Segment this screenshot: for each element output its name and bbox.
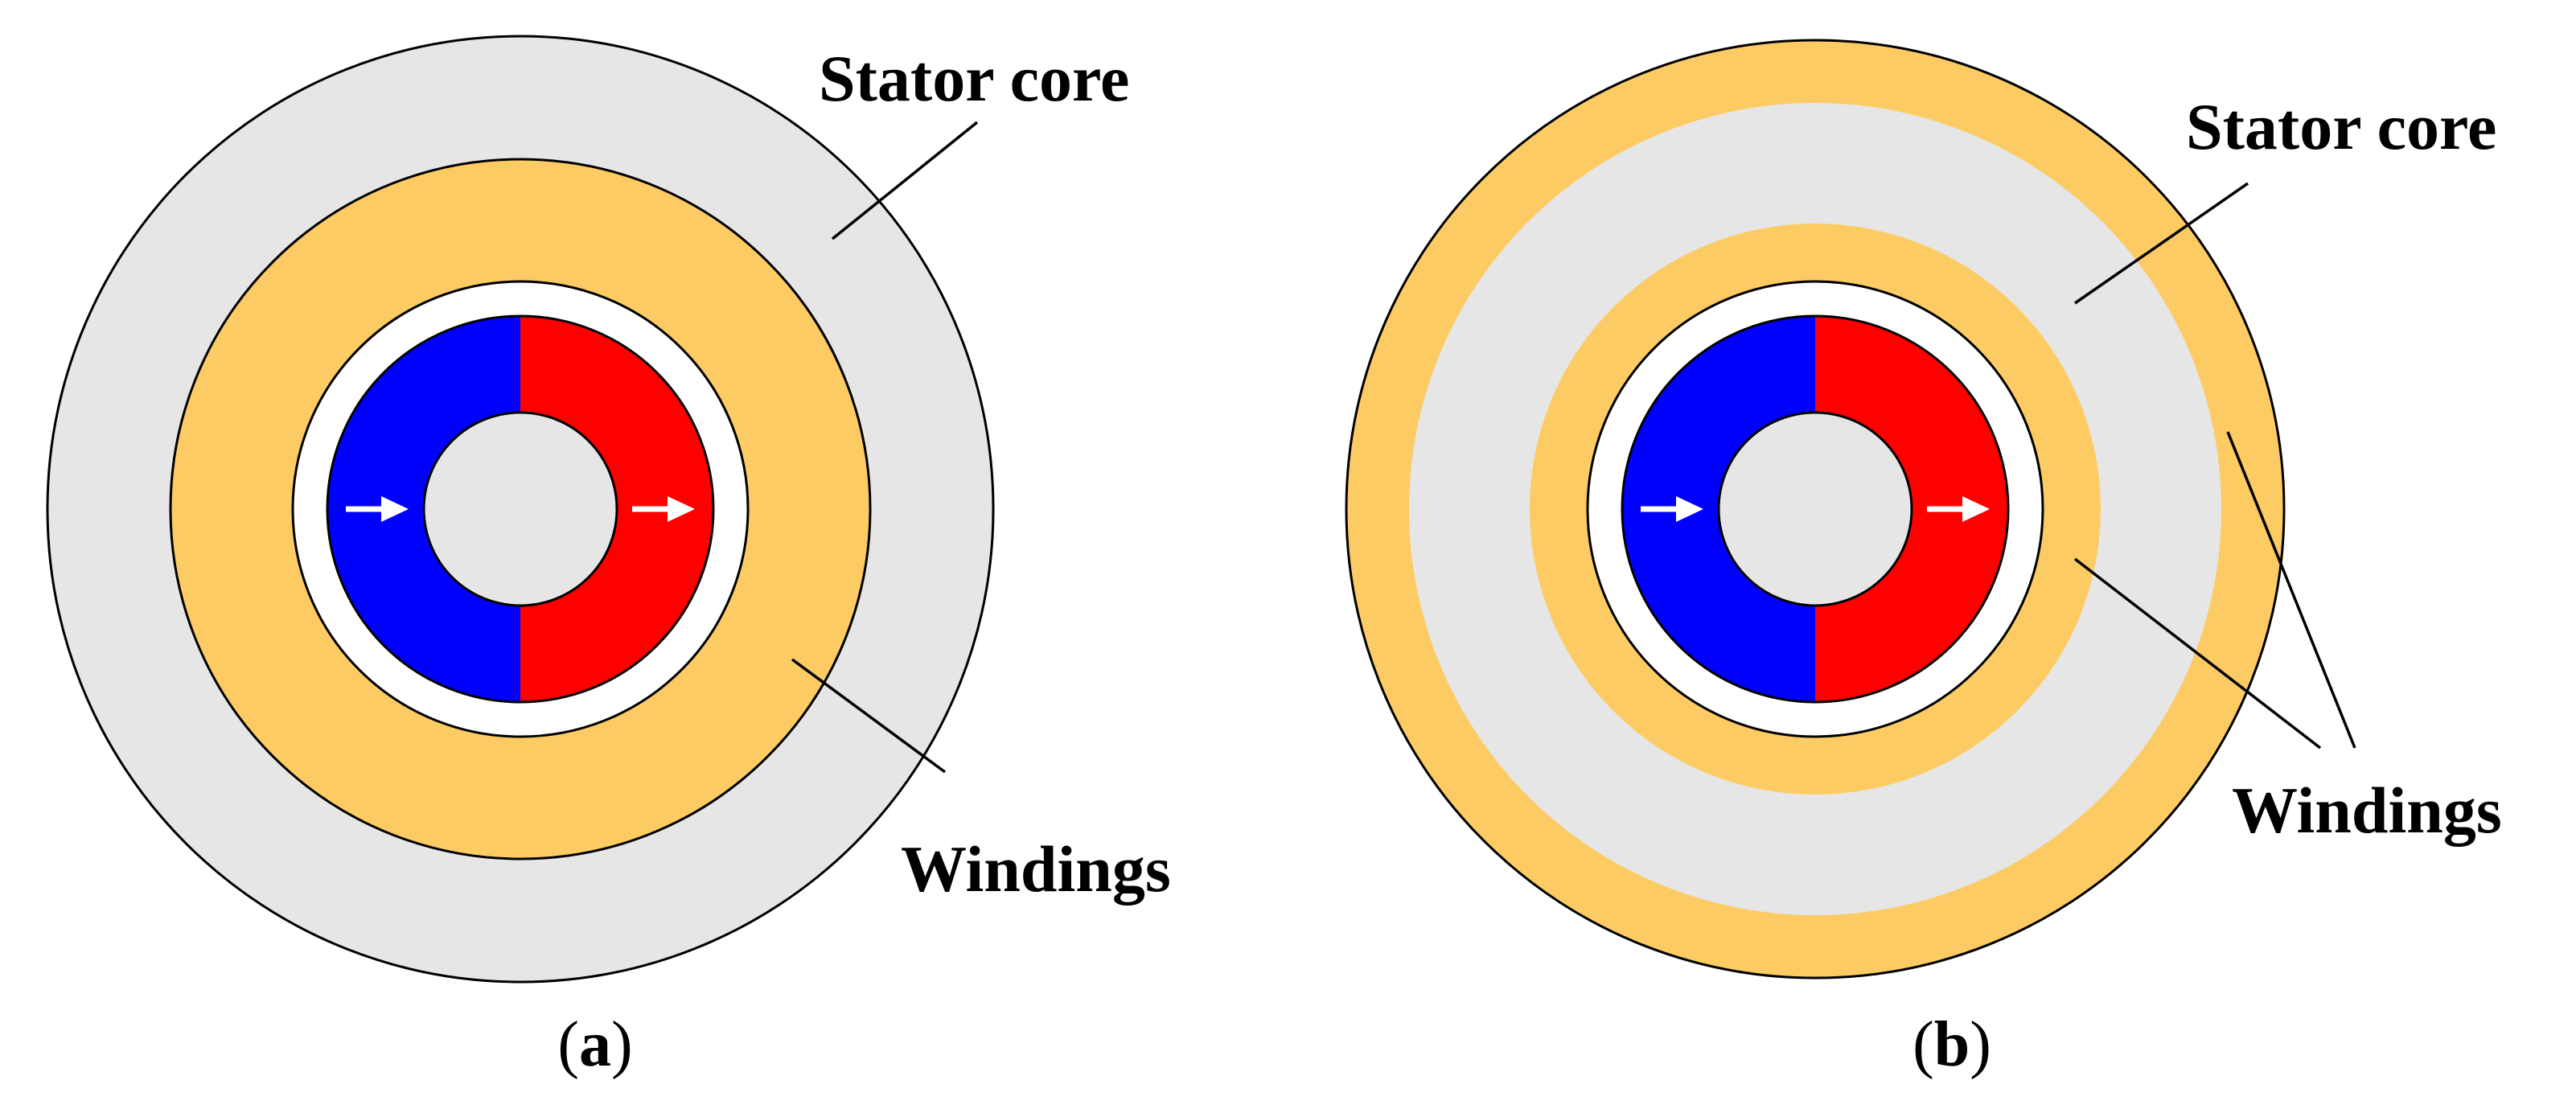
leader-line-outer-windings xyxy=(2226,431,2356,749)
shaft xyxy=(422,411,618,607)
caption-letter: a xyxy=(579,1009,611,1080)
caption-letter: b xyxy=(1934,1009,1970,1080)
magnetization-arrow-right xyxy=(1927,496,1990,522)
leader-line-windings xyxy=(791,658,947,774)
windings-label: Windings xyxy=(2232,774,2502,847)
caption-close-paren: ) xyxy=(1970,1009,1991,1080)
caption-open-paren: ( xyxy=(1912,1009,1934,1080)
panel-a: Stator core Windings (a) xyxy=(46,35,1171,1080)
caption-close-paren: ) xyxy=(611,1009,633,1080)
windings-label: Windings xyxy=(901,832,1171,906)
shaft xyxy=(1717,411,1913,607)
magnet-outline xyxy=(326,314,715,704)
magnetization-arrow-right xyxy=(632,496,695,522)
magnetization-arrow-left xyxy=(346,496,409,522)
leader-line-stator-core xyxy=(2074,182,2249,305)
panel-b: Stator core Windings (b) xyxy=(1345,39,2502,1080)
caption-open-paren: ( xyxy=(557,1009,579,1080)
magnetization-arrow-left xyxy=(1641,496,1703,522)
leader-line-stator-core xyxy=(831,121,979,240)
caption-a: (a) xyxy=(557,1009,632,1080)
caption-b: (b) xyxy=(1912,1009,1991,1080)
stator-core-label: Stator core xyxy=(819,42,1129,115)
leader-line-inner-windings xyxy=(2073,557,2322,750)
stator-core-label: Stator core xyxy=(2186,90,2496,163)
magnet-outline xyxy=(1621,314,2010,704)
